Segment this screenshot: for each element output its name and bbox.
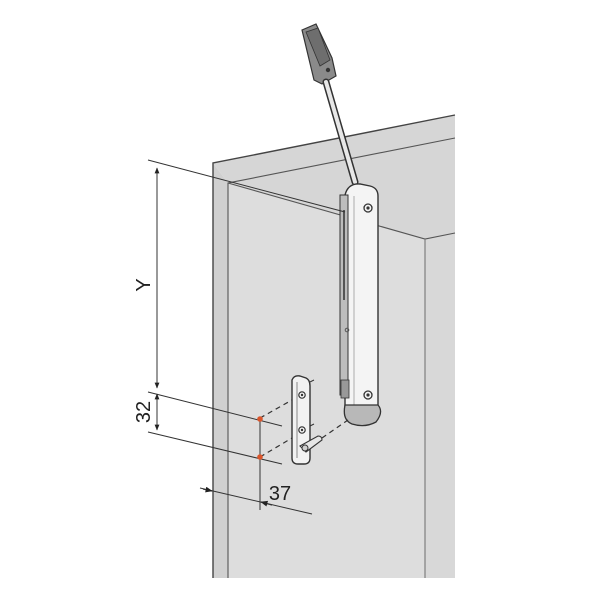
dimension-label-32: 32: [133, 401, 155, 423]
assembly-guide-lines: [259, 399, 349, 458]
drill-point-upper-marker: [257, 416, 263, 422]
cabinet-side-panel: [212, 114, 456, 578]
lift-mechanism-body: [339, 183, 382, 427]
drill-point-lower-marker: [257, 454, 263, 460]
mounting-bracket: [291, 375, 323, 465]
lift-arm: [301, 23, 359, 186]
arm-bracket-head: [301, 23, 337, 85]
mechanism-end-cap: [343, 404, 382, 427]
dimension-label-y: Y: [133, 278, 155, 291]
dimension-label-37: 37: [269, 483, 291, 505]
dimension-37: 37: [199, 418, 313, 515]
drill-markers: [257, 416, 263, 460]
